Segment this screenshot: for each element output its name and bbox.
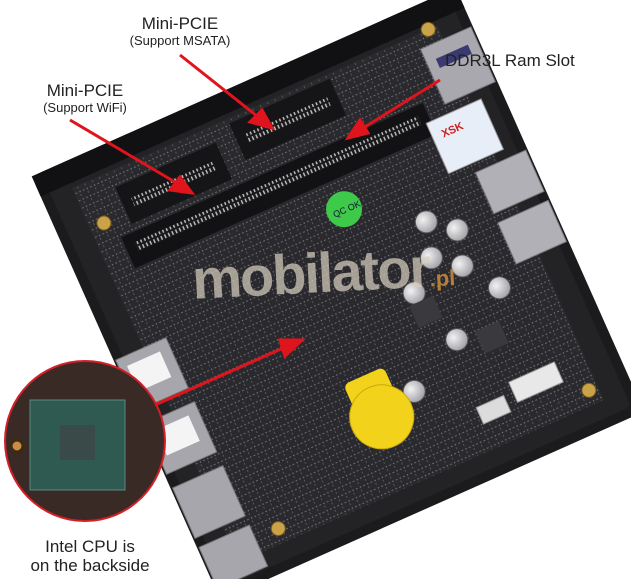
callout-title: Mini-PCIE <box>141 14 219 33</box>
callout-title: Intel CPU is <box>45 537 135 556</box>
cpu-inset <box>4 360 166 522</box>
chassis: XSK QC OK <box>31 0 631 584</box>
callout-ddr3l-ram-slot: DDR3L Ram Slot <box>445 51 605 71</box>
callout-title: DDR3L Ram Slot <box>445 51 575 70</box>
callout-intel-cpu: Intel CPU is on the backside <box>10 537 170 575</box>
callout-subtitle: on the backside <box>30 555 150 575</box>
callout-mini-pcie-msata: Mini-PCIE (Support MSATA) <box>105 14 255 48</box>
callout-subtitle: (Support WiFi) <box>43 99 127 115</box>
callout-mini-pcie-wifi: Mini-PCIE (Support WiFi) <box>25 81 145 115</box>
callout-title: Mini-PCIE <box>46 81 124 100</box>
callout-arrows <box>69 53 441 407</box>
callout-subtitle: (Support MSATA) <box>129 32 231 48</box>
